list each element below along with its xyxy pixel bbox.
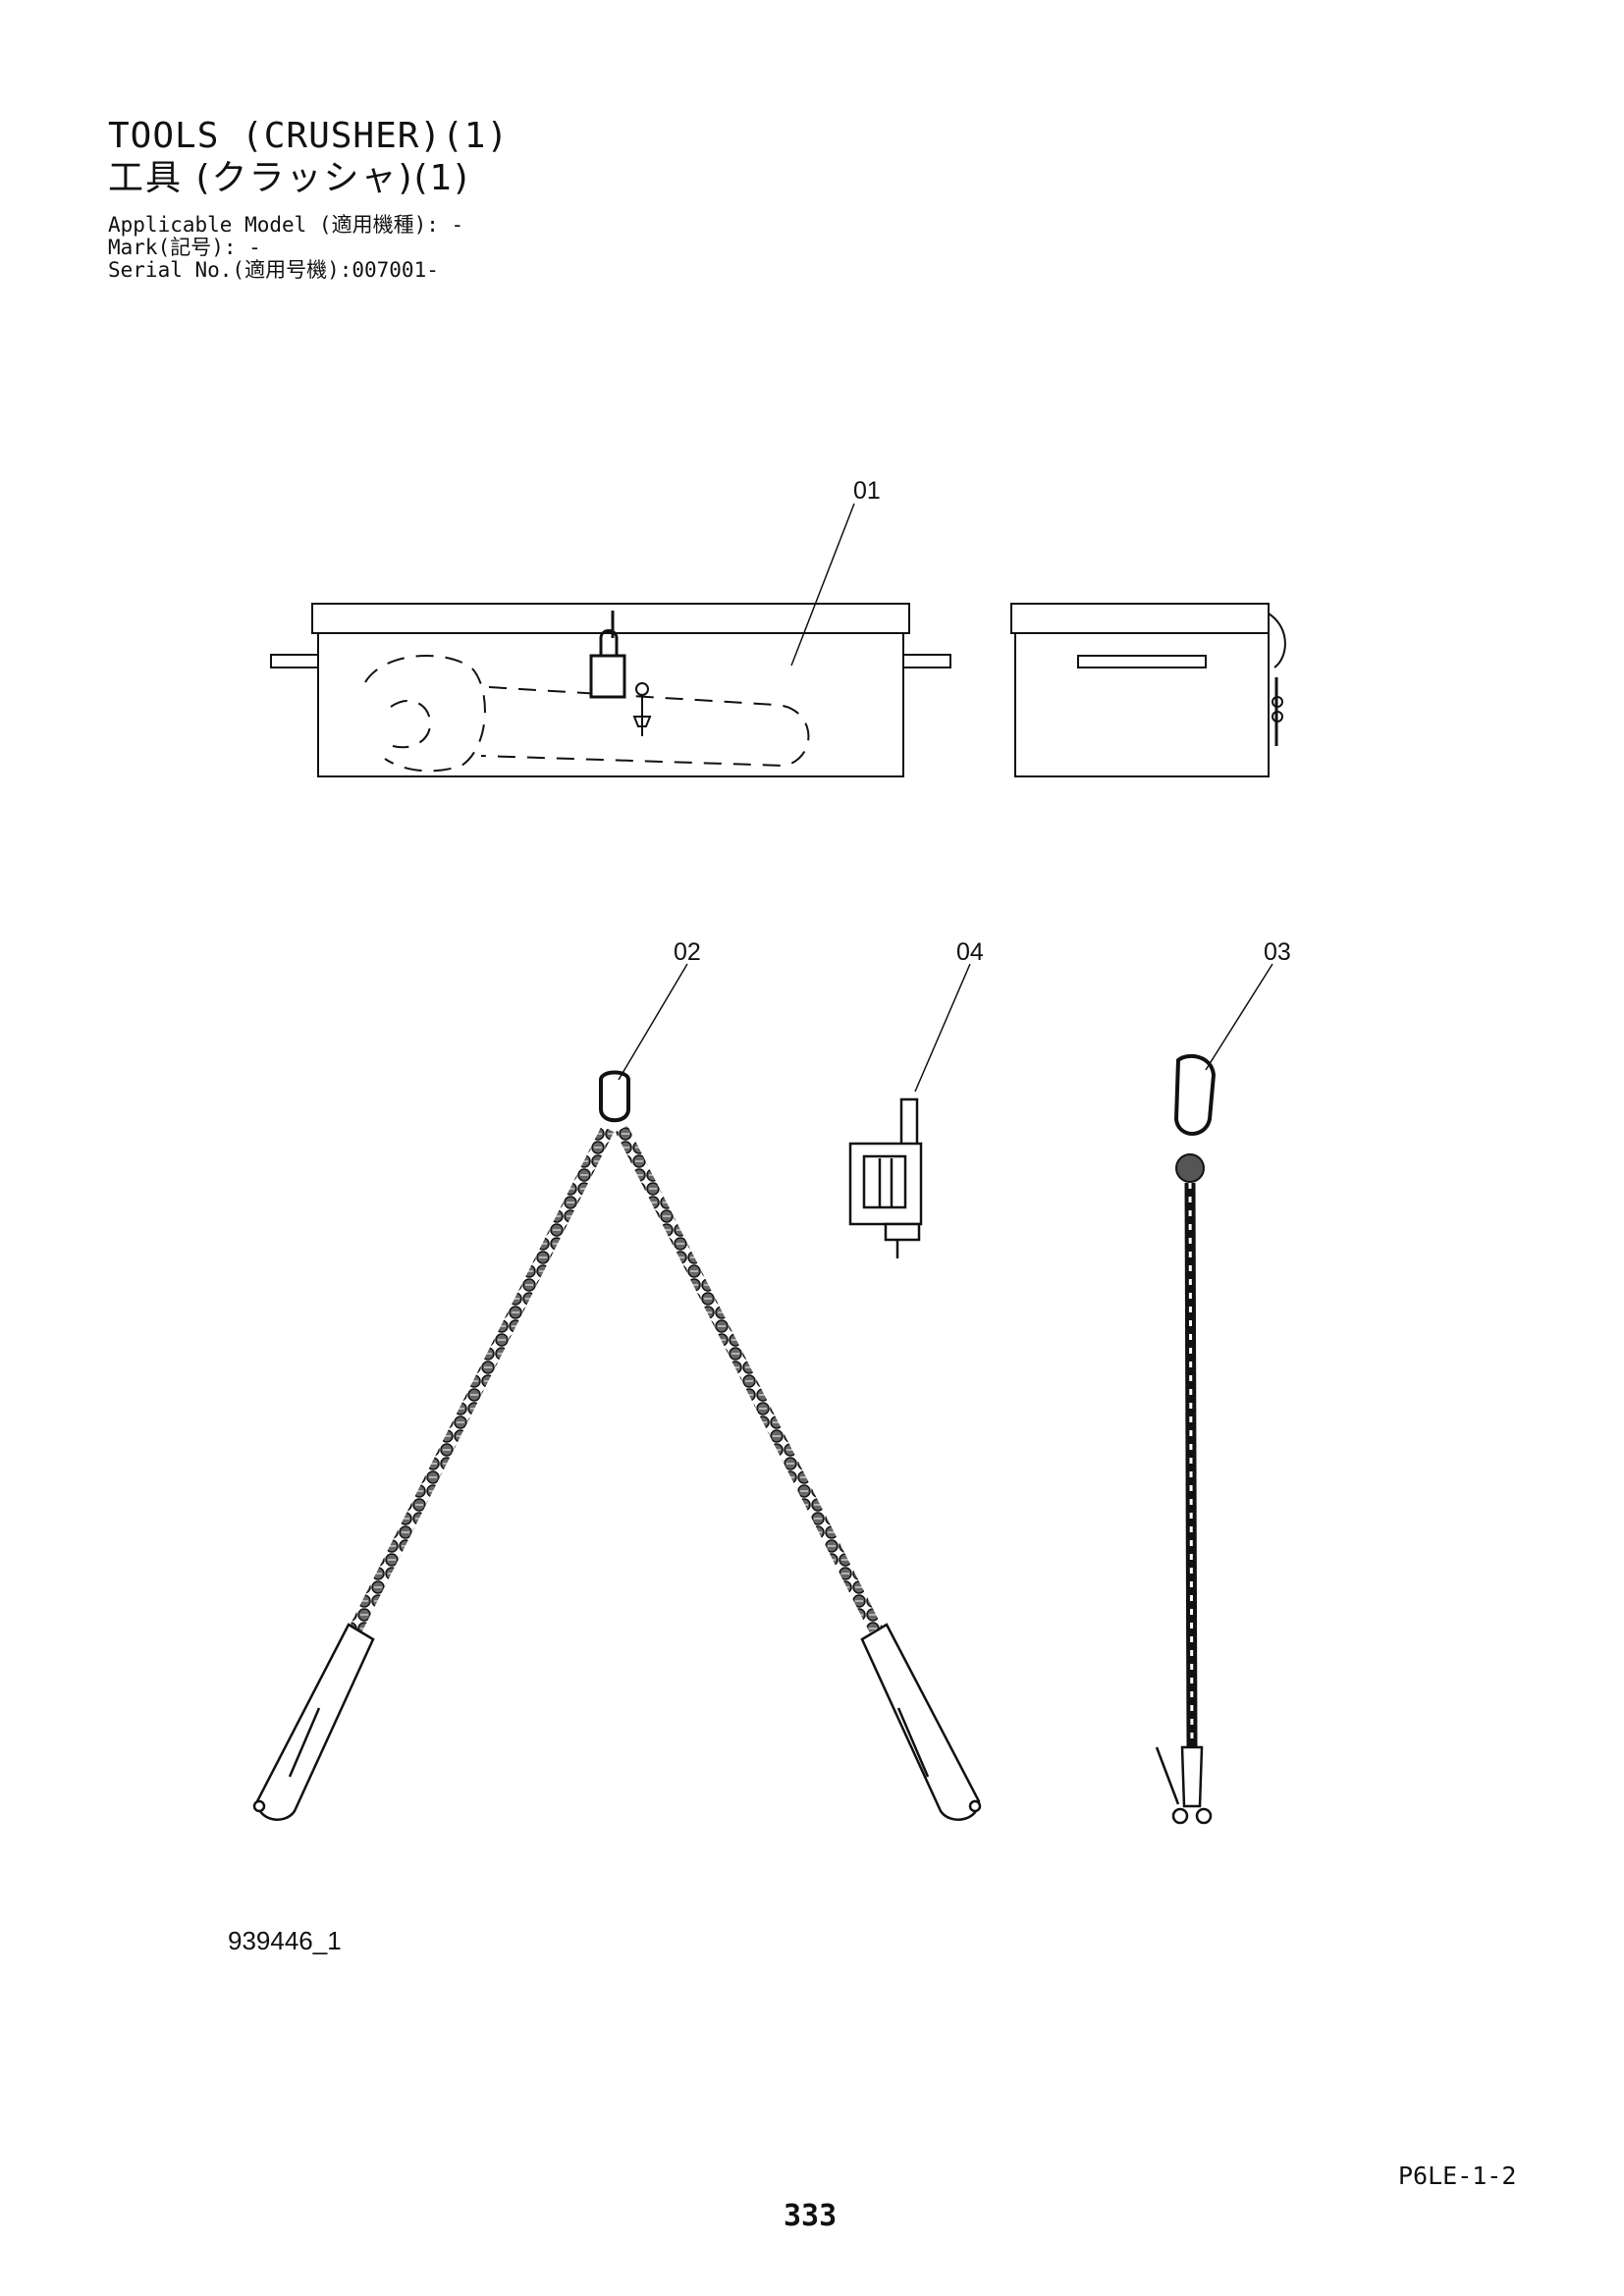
callout-label-01: 01 [853, 477, 881, 505]
callout-leader-01 [790, 503, 855, 667]
chain-leg-left [349, 1125, 615, 1633]
rope-end-fitting [1155, 1745, 1213, 1825]
applicability-info: Applicable Model (適用機種): - Mark(記号): - S… [108, 214, 509, 282]
page-header: TOOLS (CRUSHER)(1) 工具 (クラッシャ)(1) Applica… [108, 116, 509, 282]
page-title-japanese: 工具 (クラッシャ)(1) [108, 158, 470, 198]
rope-twist [1188, 1182, 1194, 1748]
serial-number-line: Serial No.(適用号機):007001- [108, 258, 439, 282]
page-number: 333 [784, 2199, 838, 2233]
callout-leader-04 [914, 963, 971, 1093]
callout-leader-02 [618, 963, 688, 1081]
padlock [589, 611, 652, 736]
clamp-tool [848, 1097, 923, 1258]
figure-number: 939446_1 [228, 1926, 342, 1955]
callout-leader-03 [1205, 963, 1273, 1071]
tool-box-side-view [1010, 603, 1286, 777]
callout-label-03: 03 [1264, 938, 1291, 966]
rope-sling [1155, 1053, 1217, 1825]
applicable-model-line: Applicable Model (適用機種): - [108, 213, 464, 237]
chain-sling [252, 1070, 982, 1821]
wrench-outline-dashed [364, 655, 810, 773]
tool-box-front-view [270, 603, 951, 777]
sling-hook-right [860, 1623, 982, 1821]
sling-hook-left [252, 1623, 375, 1821]
page-title-english: TOOLS (CRUSHER)(1) [108, 116, 510, 156]
chain-leg-right [615, 1125, 883, 1633]
callout-label-02: 02 [674, 938, 701, 966]
page-code: P6LE-1-2 [1398, 2162, 1517, 2190]
mark-line: Mark(記号): - [108, 236, 261, 259]
callout-label-04: 04 [956, 938, 984, 966]
